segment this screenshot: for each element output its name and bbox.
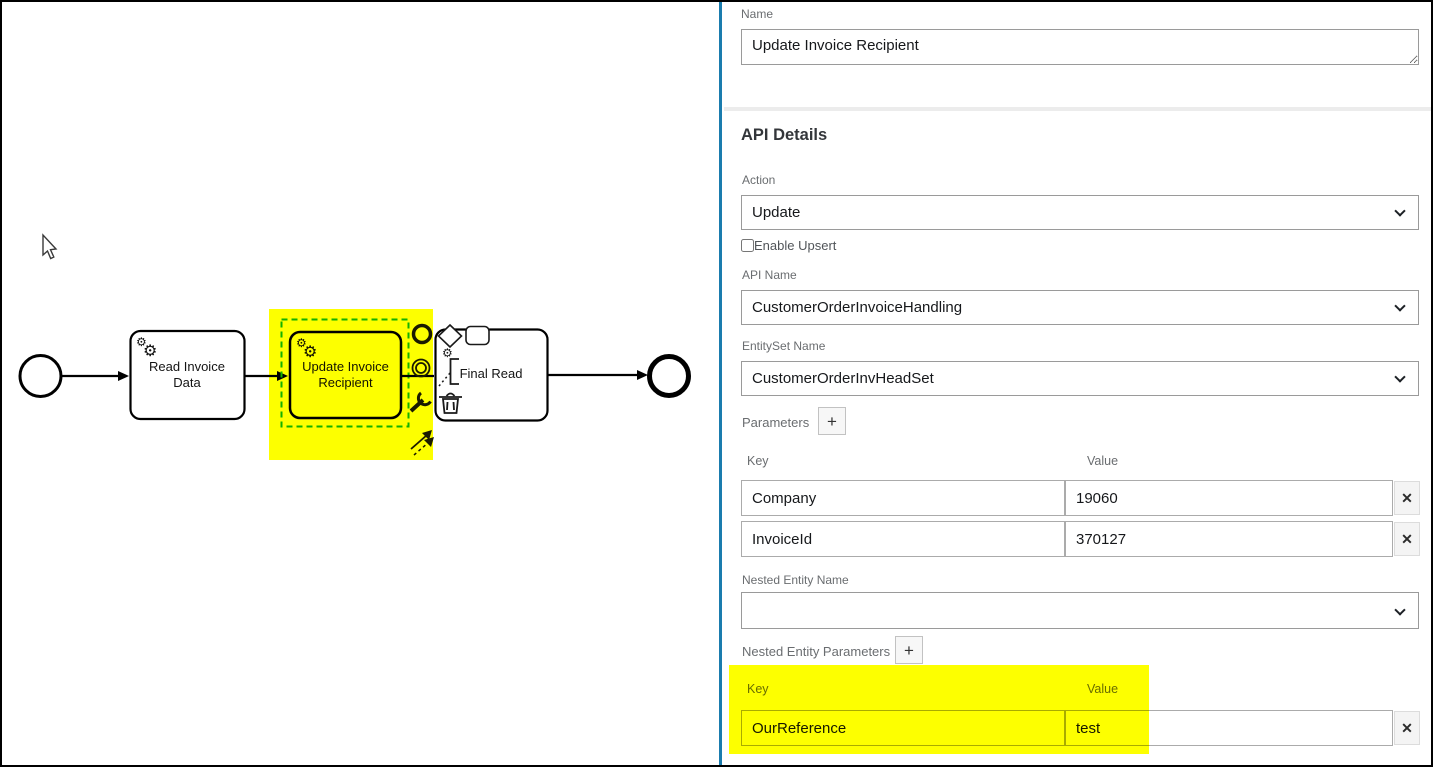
api-name-select[interactable]: CustomerOrderInvoiceHandling [741, 290, 1419, 325]
parameters-key-header: Key [747, 454, 769, 468]
parameter-key-input[interactable] [741, 521, 1065, 557]
text-annotation-icon[interactable] [438, 358, 459, 387]
api-name-value: CustomerOrderInvoiceHandling [752, 299, 963, 316]
entityset-name-label: EntitySet Name [742, 339, 826, 353]
parameter-value-input[interactable] [1065, 480, 1393, 516]
action-value: Update [752, 204, 801, 221]
remove-parameter-button[interactable]: ✕ [1394, 522, 1420, 556]
nested-key-header: Key [747, 682, 769, 696]
parameters-label: Parameters [742, 415, 810, 430]
api-details-title: API Details [741, 126, 828, 144]
panel-divider [719, 2, 722, 765]
action-label: Action [742, 173, 776, 187]
nested-parameter-key-input[interactable] [741, 710, 1065, 746]
trash-icon[interactable] [439, 392, 462, 414]
append-intermediate-event-icon[interactable] [411, 358, 431, 378]
section-separator [724, 107, 1431, 111]
nested-parameter-value-input[interactable] [1065, 710, 1393, 746]
start-event[interactable] [18, 354, 63, 398]
task-label-read-invoice-data: Read Invoice Data [149, 358, 225, 390]
parameter-value-input[interactable] [1065, 521, 1393, 557]
nested-value-header: Value [1087, 682, 1119, 696]
properties-panel: Name Update Invoice Recipient API Detail… [722, 2, 1431, 765]
chevron-down-icon [1394, 300, 1406, 312]
enable-upsert-label: Enable Upsert [754, 238, 837, 253]
task-read-invoice-data[interactable] [129, 329, 246, 421]
nested-entity-parameters-label: Nested Entity Parameters [742, 644, 891, 659]
entityset-name-value: CustomerOrderInvHeadSet [752, 370, 934, 387]
nested-entity-name-label: Nested Entity Name [742, 573, 849, 587]
wrench-icon[interactable] [409, 391, 432, 413]
add-nested-parameter-button[interactable]: + [895, 636, 923, 664]
name-input[interactable]: Update Invoice Recipient [741, 29, 1419, 65]
chevron-down-icon [1394, 604, 1406, 616]
bpmn-canvas[interactable]: ⚙ ⚙⚙ ⚙⚙ [2, 2, 719, 765]
enable-upsert-checkbox[interactable] [741, 239, 754, 252]
sequence-flow[interactable] [61, 371, 129, 381]
action-select[interactable]: Update [741, 195, 1419, 230]
remove-parameter-button[interactable]: ✕ [1394, 481, 1420, 515]
parameter-key-input[interactable] [741, 480, 1065, 516]
chevron-down-icon [1394, 371, 1406, 383]
chevron-down-icon [1394, 205, 1406, 217]
nested-entity-name-select[interactable] [741, 592, 1419, 629]
api-name-label: API Name [742, 268, 797, 282]
append-task-icon[interactable] [465, 325, 490, 346]
entityset-name-select[interactable]: CustomerOrderInvHeadSet [741, 361, 1419, 396]
end-event[interactable] [647, 354, 691, 398]
parameters-value-header: Value [1087, 454, 1119, 468]
append-service-task-icon[interactable]: ⚙ [442, 346, 453, 360]
append-end-event-icon[interactable] [411, 323, 433, 345]
name-label: Name [741, 7, 774, 21]
remove-nested-parameter-button[interactable]: ✕ [1394, 711, 1420, 745]
add-parameter-button[interactable]: + [818, 407, 846, 435]
sequence-flow[interactable] [548, 370, 648, 380]
mouse-cursor [42, 233, 58, 260]
enable-upsert-row: Enable Upsert [741, 238, 836, 253]
connect-tool-icon[interactable] [410, 430, 434, 456]
task-label-update-invoice-recipient: Update Invoice Recipient [302, 358, 389, 390]
task-final-read[interactable] [434, 328, 549, 422]
append-gateway-icon[interactable] [437, 323, 463, 349]
task-label-final-read: Final Read [459, 366, 523, 382]
